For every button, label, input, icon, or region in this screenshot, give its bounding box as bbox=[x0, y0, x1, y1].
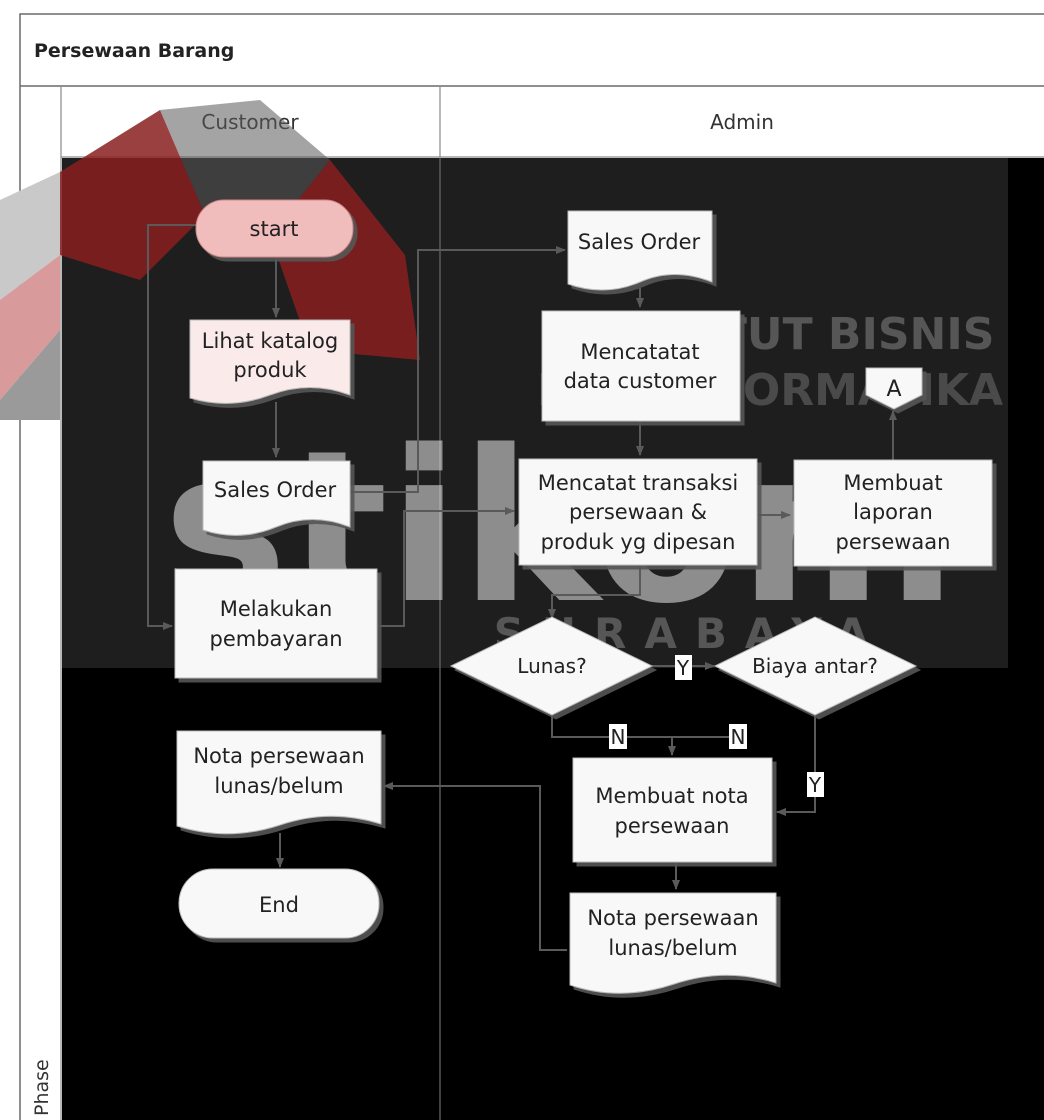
edge-biaya-yes bbox=[776, 714, 816, 816]
node-biaya-antar-decision: Biaya antar? bbox=[713, 616, 918, 716]
node-laporan-line2: laporan bbox=[853, 500, 933, 524]
edge-pembayaran-to-transaksi bbox=[378, 507, 515, 627]
node-mencatatat-line2: data customer bbox=[564, 369, 717, 393]
node-mencatat-transaksi: Mencatat transaksi persewaan & produk yg… bbox=[518, 458, 758, 566]
diagram-title: Persewaan Barang bbox=[34, 40, 234, 62]
node-sales-order-admin: Sales Order bbox=[567, 210, 713, 291]
node-laporan-line3: persewaan bbox=[836, 530, 951, 554]
node-lihat-katalog-line2: produk bbox=[233, 358, 307, 382]
node-off-page-a: A bbox=[865, 367, 923, 410]
node-off-page-a-label: A bbox=[886, 377, 901, 402]
edge-label-lunas-no: N bbox=[609, 724, 627, 749]
edge-label-lunas-yes-text: Y bbox=[676, 656, 690, 680]
node-nota-admin-line1: Nota persewaan bbox=[587, 906, 758, 930]
node-pembayaran-line1: Melakukan bbox=[220, 597, 333, 621]
edge-nota-admin-to-customer bbox=[383, 782, 567, 951]
node-mencatatat-data: Mencatatat data customer bbox=[541, 310, 741, 422]
node-end: End bbox=[178, 868, 380, 939]
node-nota-admin-line2: lunas/belum bbox=[608, 936, 737, 960]
node-start: start bbox=[195, 199, 354, 258]
node-membuat-laporan: Membuat laporan persewaan bbox=[793, 459, 993, 567]
node-membuat-nota-line1: Membuat nota bbox=[595, 784, 748, 808]
node-lihat-katalog: Lihat katalog produk bbox=[189, 319, 351, 404]
node-lunas-decision: Lunas? bbox=[449, 616, 654, 716]
edge-start-to-pembayaran bbox=[147, 224, 196, 630]
edge-label-lunas-yes: Y bbox=[675, 655, 692, 680]
edge-label-biaya-yes-text: Y bbox=[808, 773, 822, 797]
node-nota-customer: Nota persewaan lunas/belum bbox=[176, 730, 382, 835]
node-transaksi-line3: produk yg dipesan bbox=[541, 530, 736, 554]
node-lunas-label: Lunas? bbox=[517, 654, 586, 678]
node-nota-customer-line2: lunas/belum bbox=[214, 774, 343, 798]
edge-label-biaya-no-text: N bbox=[731, 725, 746, 749]
node-nota-admin: Nota persewaan lunas/belum bbox=[569, 892, 777, 994]
phase-label: Phase bbox=[31, 1059, 53, 1116]
node-melakukan-pembayaran: Melakukan pembayaran bbox=[174, 568, 378, 679]
edge-label-biaya-no: N bbox=[729, 724, 747, 749]
node-sales-order-customer: Sales Order bbox=[202, 460, 351, 536]
node-nota-customer-line1: Nota persewaan bbox=[193, 744, 364, 768]
node-biaya-antar-label: Biaya antar? bbox=[752, 654, 878, 678]
node-end-label: End bbox=[259, 893, 299, 917]
node-pembayaran-line2: pembayaran bbox=[209, 627, 342, 651]
node-mencatatat-line1: Mencatatat bbox=[580, 340, 699, 364]
node-membuat-nota-line2: persewaan bbox=[615, 814, 730, 838]
edge-salesorder-to-admin bbox=[350, 246, 566, 493]
node-start-label: start bbox=[250, 217, 299, 241]
lane-header-admin: Admin bbox=[710, 110, 774, 134]
edge-transaksi-to-lunas bbox=[548, 566, 641, 619]
upper-band-right bbox=[1008, 158, 1044, 668]
node-membuat-nota: Membuat nota persewaan bbox=[572, 757, 773, 863]
node-lihat-katalog-line1: Lihat katalog bbox=[202, 329, 338, 353]
edge-label-biaya-yes: Y bbox=[807, 772, 824, 797]
node-transaksi-line1: Mencatat transaksi bbox=[538, 471, 739, 495]
node-transaksi-line2: persewaan & bbox=[569, 500, 707, 524]
node-sales-order-admin-label: Sales Order bbox=[578, 230, 701, 254]
node-laporan-line1: Membuat bbox=[843, 471, 942, 495]
node-sales-order-customer-label: Sales Order bbox=[214, 478, 337, 502]
edge-label-lunas-no-text: N bbox=[611, 725, 626, 749]
